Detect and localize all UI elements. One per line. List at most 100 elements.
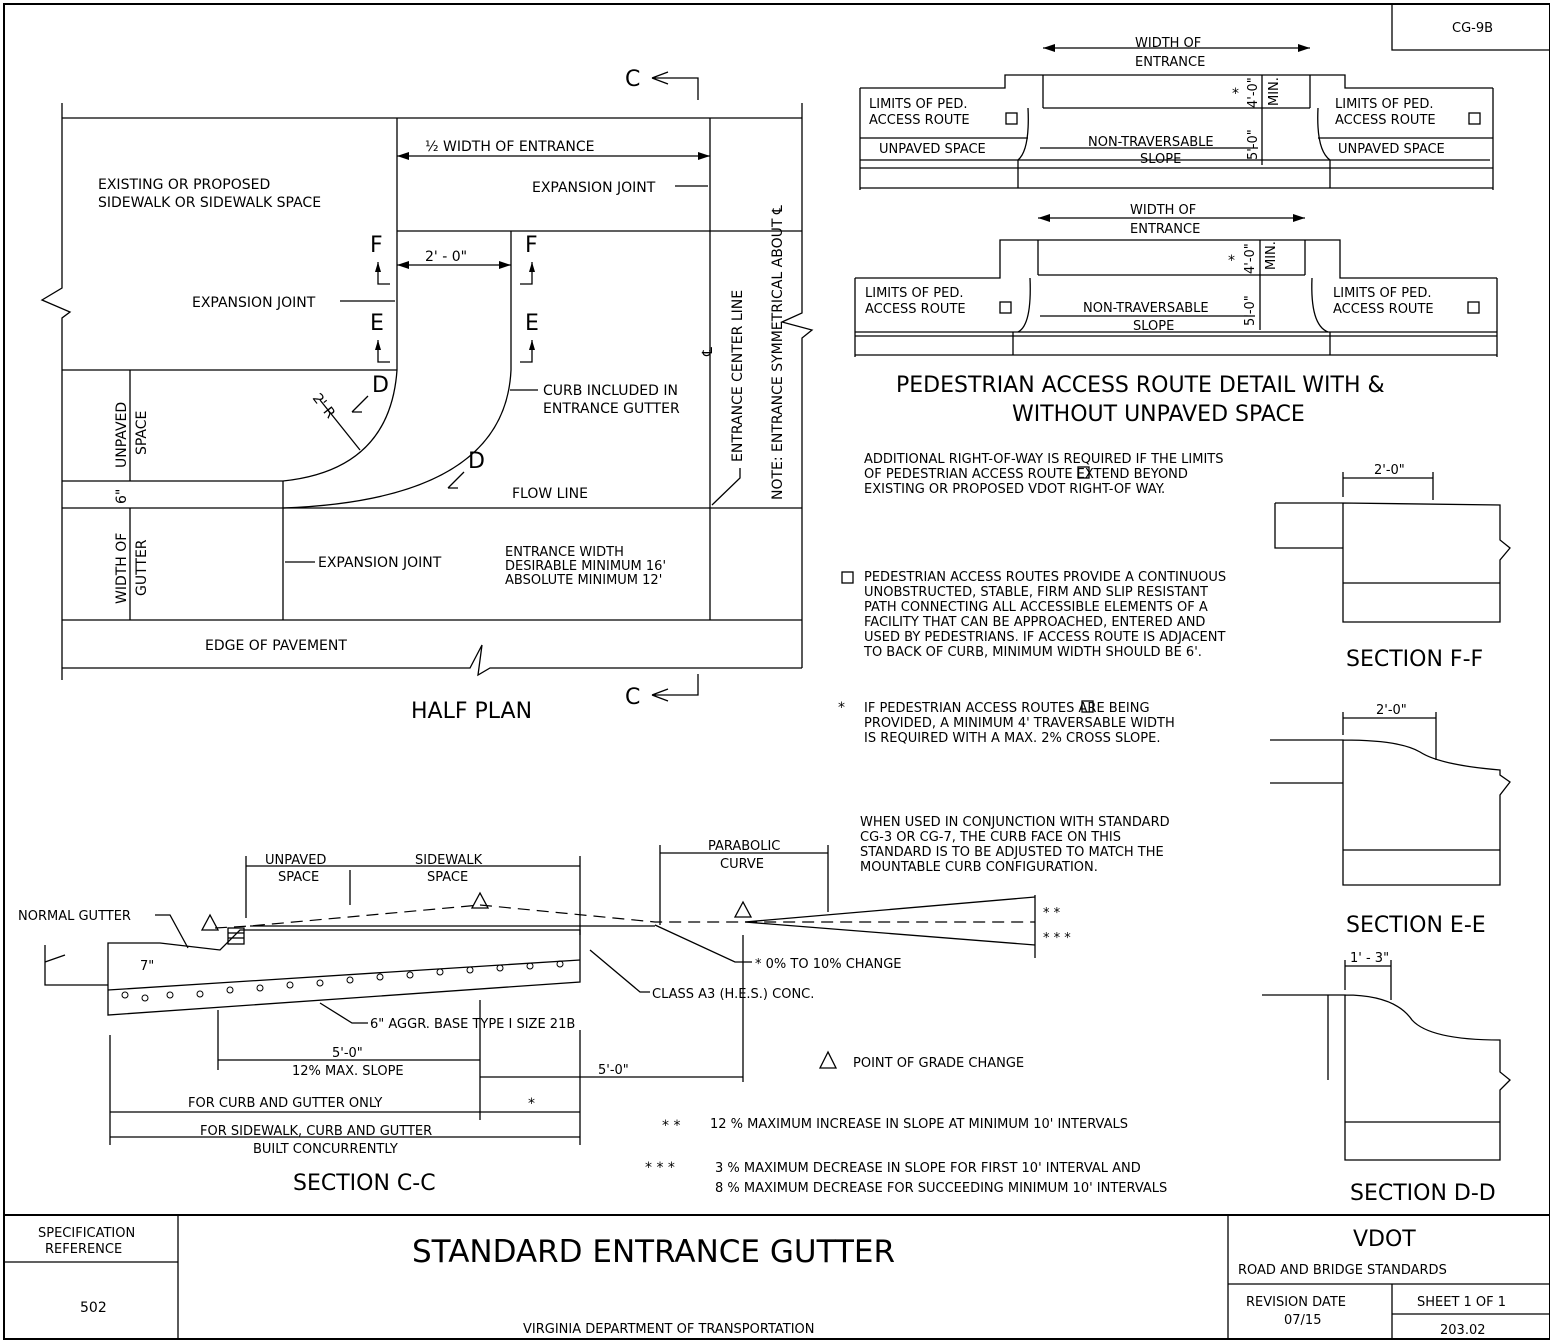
- vdot-logo: VDOT: [1353, 1227, 1416, 1252]
- sheet-number: SHEET 1 OF 1: [1417, 1295, 1506, 1310]
- cc-star: *: [528, 1096, 535, 1112]
- section-ee: 2'-0" SECTION E-E: [1270, 703, 1511, 938]
- half-plan-title: HALF PLAN: [411, 699, 532, 724]
- cc-double-star: * *: [1043, 906, 1061, 921]
- section-ee-title: SECTION E-E: [1346, 913, 1486, 938]
- ped-routes-note-5: USED BY PEDESTRIANS. IF ACCESS ROUTE IS …: [864, 630, 1225, 645]
- ped-routes-note-1: PEDESTRIAN ACCESS ROUTES PROVIDE A CONTI…: [864, 570, 1226, 585]
- curb-included-line2: ENTRANCE GUTTER: [543, 401, 680, 417]
- if-provided-note-3: IS REQUIRED WITH A MAX. 2% CROSS SLOPE.: [864, 731, 1160, 746]
- limits-right-bottom-2: ACCESS ROUTE: [1333, 302, 1434, 317]
- unpaved-left-top: UNPAVED SPACE: [879, 142, 986, 157]
- unpaved-right-top: UNPAVED SPACE: [1338, 142, 1445, 157]
- min-bottom: MIN.: [1264, 241, 1279, 270]
- cc-parabolic-1: PARABOLIC: [708, 839, 780, 854]
- conjunction-note-3: STANDARD IS TO BE ADJUSTED TO MATCH THE: [860, 845, 1164, 860]
- ee-dim: 2'-0": [1376, 703, 1407, 718]
- limits-left-top-1: LIMITS OF PED.: [869, 97, 968, 112]
- triple-star: * * *: [645, 1160, 675, 1176]
- section-ff-title: SECTION F-F: [1346, 647, 1483, 672]
- dim-5ft-top: 5'-0": [1246, 129, 1261, 160]
- row-note-2: OF PEDESTRIAN ACCESS ROUTE EXTEND BEYOND: [864, 467, 1188, 482]
- cc-unpaved-1: UNPAVED: [265, 853, 326, 868]
- min-top: MIN.: [1267, 77, 1282, 106]
- expansion-joint-label-1: EXPANSION JOINT: [532, 180, 656, 196]
- width-entrance-top-2: ENTRANCE: [1135, 55, 1205, 70]
- sheet-border: [3, 3, 1550, 1340]
- limits-right-top-1: LIMITS OF PED.: [1335, 97, 1434, 112]
- dim-4ft-top: 4'-0": [1246, 77, 1261, 108]
- dim-4ft-bottom: 4'-0": [1243, 243, 1258, 274]
- width-gutter-label-2: GUTTER: [134, 539, 150, 596]
- conjunction-note-2: CG-3 OR CG-7, THE CURB FACE ON THIS: [860, 830, 1121, 845]
- section-f-marker-right: F: [525, 233, 538, 258]
- ped-detail-title-2: WITHOUT UNPAVED SPACE: [1012, 402, 1305, 427]
- if-provided-star: *: [838, 700, 845, 716]
- entrance-width-line1: ENTRANCE WIDTH: [505, 545, 624, 560]
- unpaved-label-2: SPACE: [134, 411, 150, 455]
- double-star: * *: [662, 1118, 680, 1134]
- section-d-marker-1: D: [372, 373, 389, 398]
- entrance-width-line2: DESIRABLE MINIMUM 16': [505, 559, 666, 574]
- triple-star-note-2: 8 % MAXIMUM DECREASE FOR SUCCEEDING MINI…: [715, 1181, 1167, 1196]
- entrance-width-line3: ABSOLUTE MINIMUM 12': [505, 573, 662, 588]
- spec-ref-label-1: SPECIFICATION: [38, 1226, 135, 1241]
- sidewalk-curb-line1: FOR SIDEWALK, CURB AND GUTTER: [200, 1124, 432, 1139]
- width-entrance-bottom-2: ENTRANCE: [1130, 222, 1200, 237]
- change-label: * 0% TO 10% CHANGE: [755, 957, 901, 972]
- revision-label: REVISION DATE: [1246, 1295, 1346, 1310]
- section-c-marker-top: C: [625, 67, 640, 92]
- non-traversable-top-1: NON-TRAVERSABLE: [1088, 135, 1214, 150]
- ped-routes-note-6: TO BACK OF CURB, MINIMUM WIDTH SHOULD BE…: [863, 645, 1202, 660]
- class-a3-label: CLASS A3 (H.E.S.) CONC.: [652, 987, 814, 1002]
- existing-sidewalk-line1: EXISTING OR PROPOSED: [98, 177, 270, 193]
- cc-sidewalk-2: SPACE: [427, 870, 468, 885]
- conjunction-note-4: MOUNTABLE CURB CONFIGURATION.: [860, 860, 1098, 875]
- section-f-marker-left: F: [370, 233, 383, 258]
- normal-gutter-label: NORMAL GUTTER: [18, 909, 131, 924]
- limits-right-top-2: ACCESS ROUTE: [1335, 113, 1436, 128]
- two-foot-dim: 2' - 0": [425, 249, 467, 265]
- section-cc-title: SECTION C-C: [293, 1171, 436, 1196]
- expansion-joint-label-3: EXPANSION JOINT: [318, 555, 442, 571]
- road-bridge-label: ROAD AND BRIDGE STANDARDS: [1238, 1263, 1447, 1278]
- spec-ref-value: 502: [80, 1300, 107, 1316]
- cc-unpaved-2: SPACE: [278, 870, 319, 885]
- drawing-title: STANDARD ENTRANCE GUTTER: [412, 1234, 895, 1270]
- cc-five-ft-b: 5'-0": [598, 1063, 629, 1078]
- limits-left-bottom-1: LIMITS OF PED.: [865, 286, 964, 301]
- standard-number: 203.02: [1440, 1323, 1486, 1338]
- limits-left-bottom-2: ACCESS ROUTE: [865, 302, 966, 317]
- non-traversable-bottom-1: NON-TRAVERSABLE: [1083, 301, 1209, 316]
- ped-access-detail-top: WIDTH OF ENTRANCE LIMITS OF PED. ACCESS …: [859, 36, 1494, 190]
- ff-dim: 2'-0": [1374, 463, 1405, 478]
- limits-right-bottom-1: LIMITS OF PED.: [1333, 286, 1432, 301]
- half-plan: ½ WIDTH OF ENTRANCE EXPANSION JOINT EXIS…: [40, 67, 814, 724]
- section-d-marker-2: D: [468, 449, 485, 474]
- section-cc: UNPAVED SPACE SIDEWALK SPACE PARABOLIC C…: [18, 839, 1071, 1196]
- grade-change-icon: [818, 1050, 838, 1069]
- row-note-1: ADDITIONAL RIGHT-OF-WAY IS REQUIRED IF T…: [864, 452, 1224, 467]
- notes: ADDITIONAL RIGHT-OF-WAY IS REQUIRED IF T…: [645, 452, 1226, 1196]
- sidewalk-curb-line2: BUILT CONCURRENTLY: [253, 1142, 398, 1157]
- conjunction-note-1: WHEN USED IN CONJUNCTION WITH STANDARD: [860, 815, 1170, 830]
- section-dd-title: SECTION D-D: [1350, 1181, 1496, 1206]
- section-c-marker-bottom: C: [625, 685, 640, 710]
- width-entrance-bottom-1: WIDTH OF: [1130, 203, 1196, 218]
- edge-of-pavement-label: EDGE OF PAVEMENT: [205, 638, 347, 654]
- section-dd: 1' - 3" SECTION D-D: [1262, 951, 1511, 1206]
- width-entrance-top-1: WIDTH OF: [1135, 36, 1201, 51]
- if-provided-note-2: PROVIDED, A MINIMUM 4' TRAVERSABLE WIDTH: [864, 716, 1175, 731]
- section-ff: 2'-0" SECTION F-F: [1274, 463, 1511, 672]
- six-inch-label: 6": [114, 489, 130, 504]
- width-gutter-label-1: WIDTH OF: [114, 533, 130, 604]
- expansion-joint-label-2: EXPANSION JOINT: [192, 295, 316, 311]
- curb-gutter-only-label: FOR CURB AND GUTTER ONLY: [188, 1096, 382, 1111]
- dim-5ft-bottom: 5'-0": [1243, 295, 1258, 326]
- limits-left-top-2: ACCESS ROUTE: [869, 113, 970, 128]
- grade-change-note: POINT OF GRADE CHANGE: [853, 1056, 1024, 1071]
- flow-line-label: FLOW LINE: [512, 486, 588, 502]
- ped-routes-note-2: UNOBSTRUCTED, STABLE, FIRM AND SLIP RESI…: [864, 585, 1208, 600]
- seven-inch-label: 7": [140, 959, 154, 974]
